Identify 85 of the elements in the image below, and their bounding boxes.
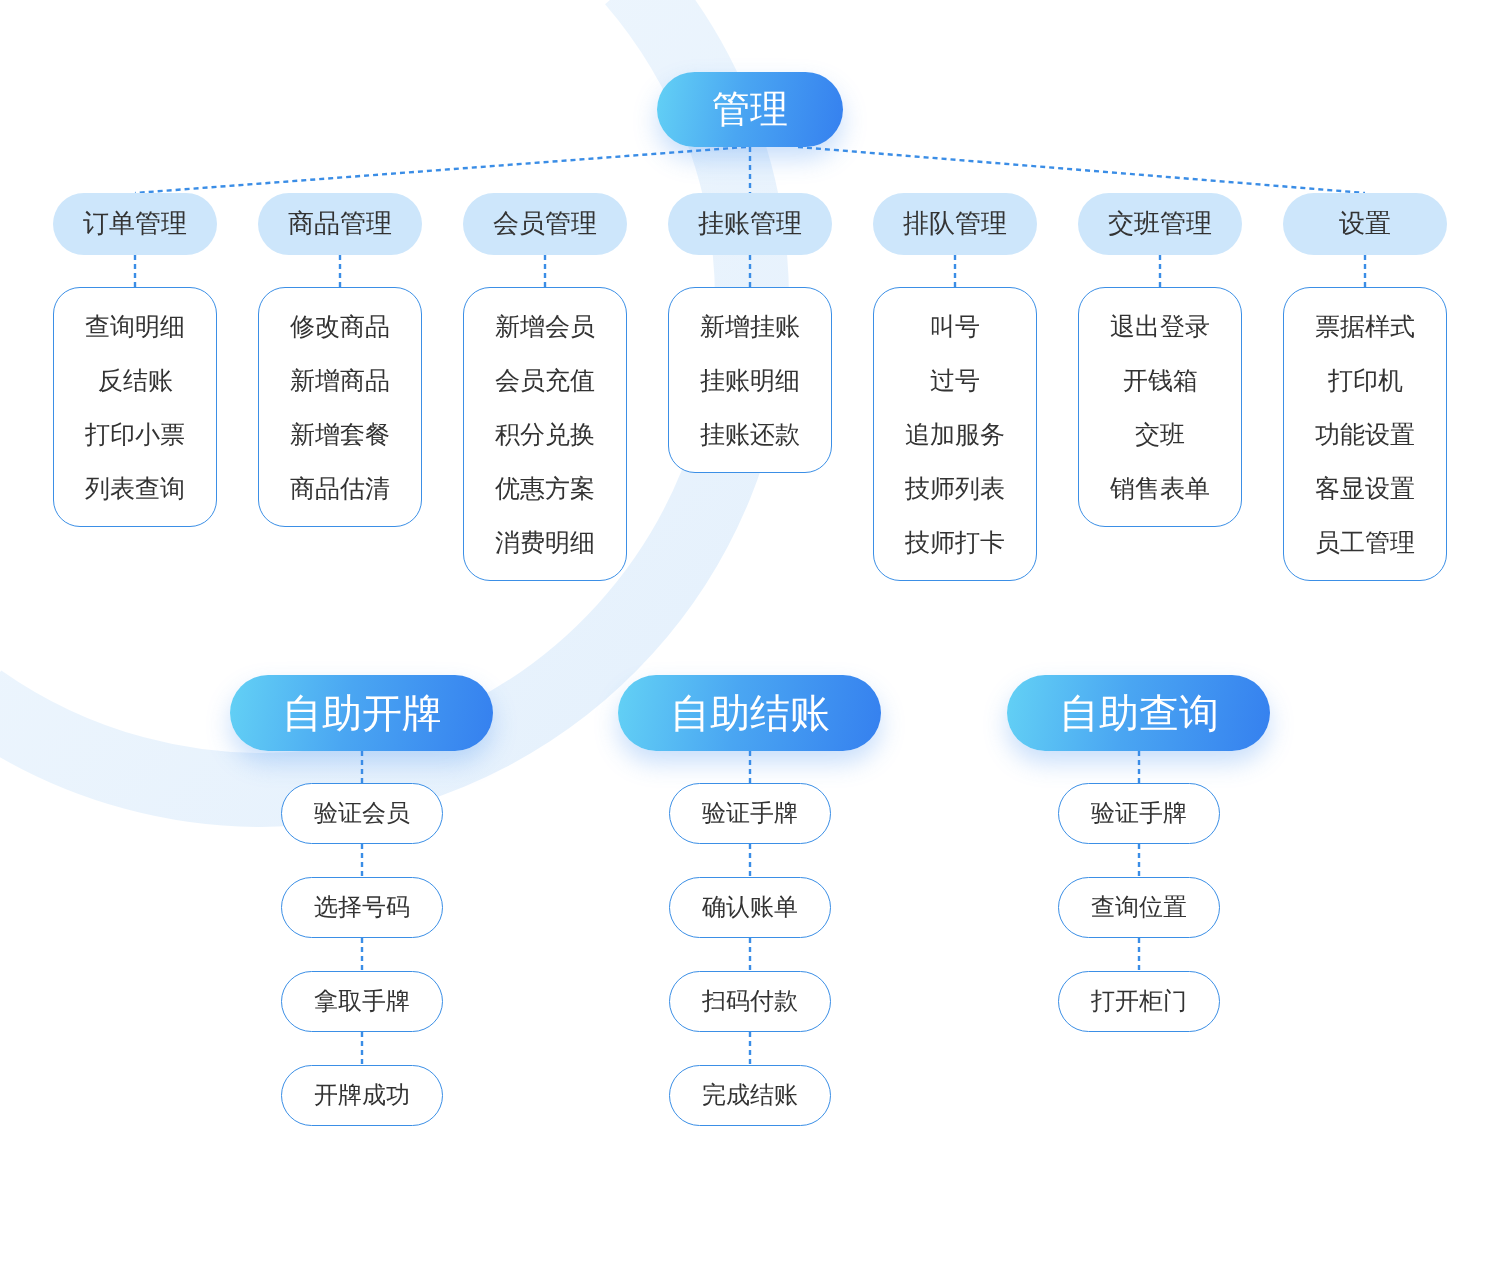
list-item-text: 退出登录 bbox=[1110, 312, 1210, 342]
dashed-connector bbox=[953, 255, 957, 287]
list-item-text: 交班 bbox=[1135, 420, 1185, 450]
step-text: 扫码付款 bbox=[702, 987, 798, 1016]
step-text: 选择号码 bbox=[314, 893, 410, 922]
list-item-text: 积分兑换 bbox=[495, 420, 595, 450]
list-item-text: 挂账还款 bbox=[700, 420, 800, 450]
list-item-text: 挂账明细 bbox=[700, 366, 800, 396]
list-item-text: 打印机 bbox=[1327, 366, 1403, 396]
category-text: 排队管理 bbox=[903, 208, 1007, 240]
dashed-connector bbox=[360, 751, 364, 783]
list-item-text: 叫号 bbox=[930, 312, 980, 342]
section-heading-pill bbox=[230, 675, 493, 751]
dashed-connector bbox=[748, 255, 752, 287]
dashed-connector bbox=[1158, 255, 1162, 287]
category-text: 订单管理 bbox=[83, 208, 187, 240]
category-text: 挂账管理 bbox=[698, 208, 802, 240]
list-item-text: 新增会员 bbox=[495, 312, 595, 342]
item-list-panel bbox=[1078, 287, 1242, 527]
dashed-connector bbox=[360, 1032, 364, 1065]
list-item-text: 追加服务 bbox=[905, 420, 1005, 450]
section-heading-pill bbox=[1007, 675, 1270, 751]
dashed-connector bbox=[748, 751, 752, 783]
step-text: 验证手牌 bbox=[702, 799, 798, 828]
list-item-text: 销售表单 bbox=[1110, 474, 1210, 504]
step-text: 打开柜门 bbox=[1091, 987, 1187, 1016]
list-item-text: 票据样式 bbox=[1315, 312, 1415, 342]
list-item-text: 技师列表 bbox=[905, 474, 1005, 504]
list-item-text: 客显设置 bbox=[1315, 474, 1415, 504]
list-item-text: 优惠方案 bbox=[495, 474, 595, 504]
dashed-connector bbox=[338, 255, 342, 287]
dashed-connector bbox=[1137, 751, 1141, 783]
dashed-connector bbox=[748, 147, 752, 193]
list-item-text: 开钱箱 bbox=[1122, 366, 1198, 396]
item-list-panel bbox=[668, 287, 832, 473]
step-text: 拿取手牌 bbox=[314, 987, 410, 1016]
item-list-panel bbox=[463, 287, 627, 581]
item-list-panel bbox=[258, 287, 422, 527]
step-text: 验证会员 bbox=[314, 799, 410, 828]
dashed-connector bbox=[1363, 255, 1367, 287]
step-text: 查询位置 bbox=[1091, 893, 1187, 922]
step-text: 完成结账 bbox=[702, 1081, 798, 1110]
dashed-connector bbox=[797, 145, 1366, 195]
dashed-connector bbox=[360, 844, 364, 877]
heading-text: 自助开牌 bbox=[281, 689, 442, 737]
list-item-text: 员工管理 bbox=[1315, 528, 1415, 558]
list-item-text: 消费明细 bbox=[495, 528, 595, 558]
dashed-connector bbox=[748, 844, 752, 877]
dashed-connector bbox=[134, 145, 747, 195]
step-text: 验证手牌 bbox=[1091, 799, 1187, 828]
list-item-text: 功能设置 bbox=[1315, 420, 1415, 450]
category-text: 设置 bbox=[1339, 208, 1391, 240]
item-list-panel bbox=[873, 287, 1037, 581]
list-item-text: 查询明细 bbox=[85, 312, 185, 342]
step-pill bbox=[281, 783, 443, 844]
list-item-text: 新增挂账 bbox=[700, 312, 800, 342]
step-text: 确认账单 bbox=[702, 893, 798, 922]
list-item-text: 反结账 bbox=[97, 366, 173, 396]
category-text: 会员管理 bbox=[493, 208, 597, 240]
list-item-text: 打印小票 bbox=[85, 420, 185, 450]
dashed-connector bbox=[748, 1032, 752, 1065]
section-heading-pill bbox=[618, 675, 881, 751]
item-list-panel bbox=[53, 287, 217, 527]
category-text: 商品管理 bbox=[288, 208, 392, 240]
dashed-connector bbox=[543, 255, 547, 287]
heading-text: 管理 bbox=[712, 86, 788, 133]
list-item-text: 会员充值 bbox=[495, 366, 595, 396]
list-item-text: 过号 bbox=[930, 366, 980, 396]
list-item-text: 列表查询 bbox=[85, 474, 185, 504]
heading-text: 自助查询 bbox=[1058, 689, 1219, 737]
category-text: 交班管理 bbox=[1108, 208, 1212, 240]
item-list-panel bbox=[1283, 287, 1447, 581]
step-text: 开牌成功 bbox=[314, 1081, 410, 1110]
dashed-connector bbox=[1137, 844, 1141, 877]
list-item-text: 修改商品 bbox=[290, 312, 390, 342]
heading-text: 自助结账 bbox=[669, 689, 830, 737]
list-item-text: 商品估清 bbox=[290, 474, 390, 504]
list-item-text: 新增商品 bbox=[290, 366, 390, 396]
dashed-connector bbox=[1137, 938, 1141, 971]
list-item-text: 技师打卡 bbox=[905, 528, 1005, 558]
main-heading-pill bbox=[657, 72, 843, 147]
dashed-connector bbox=[133, 255, 137, 287]
dashed-connector bbox=[360, 938, 364, 971]
list-item-text: 新增套餐 bbox=[290, 420, 390, 450]
dashed-connector bbox=[748, 938, 752, 971]
